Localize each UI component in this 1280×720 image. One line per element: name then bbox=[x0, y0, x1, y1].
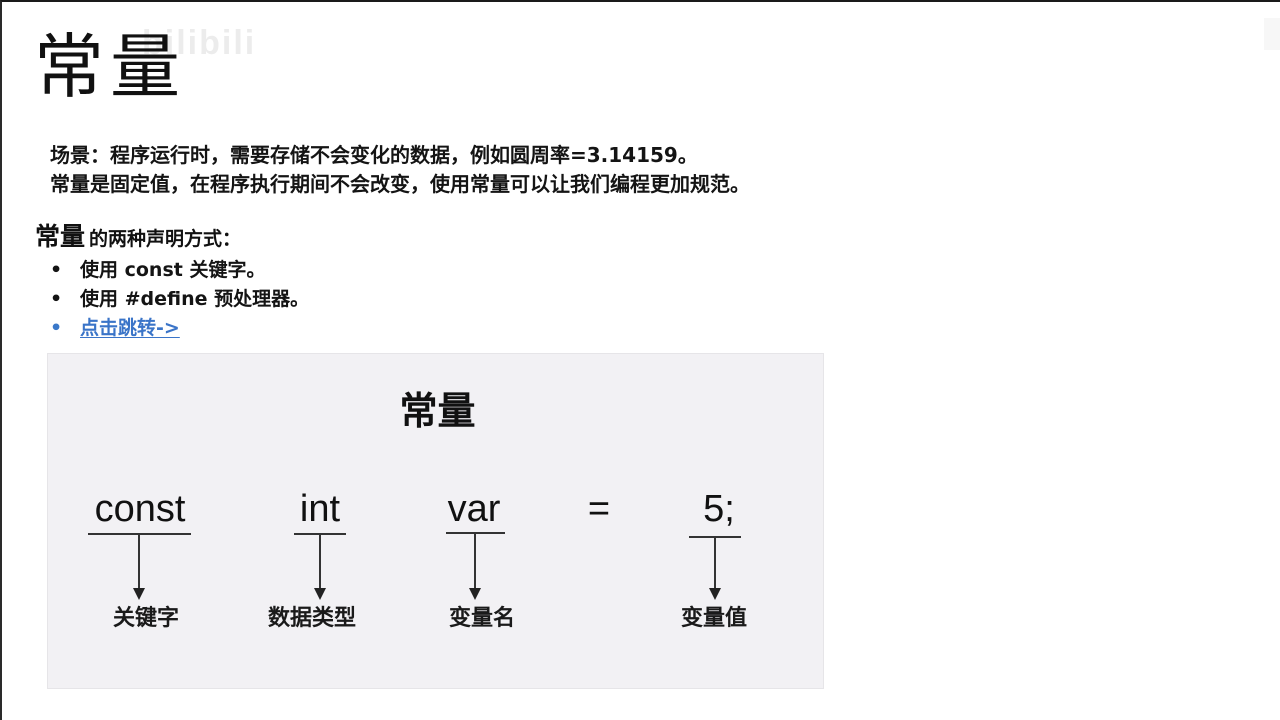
token-int: int bbox=[299, 488, 341, 530]
arrow-down-icon bbox=[314, 534, 326, 600]
list-item-label: 使用 const 关键字。 bbox=[80, 259, 266, 281]
declaration-heading: 常量的两种声明方式： bbox=[35, 217, 241, 253]
list-item-define: 使用 #define 预处理器。 bbox=[50, 285, 309, 314]
token-value: 5; bbox=[703, 488, 735, 530]
video-watermark: bilibili bbox=[142, 24, 257, 62]
declaration-list: 使用 const 关键字。 使用 #define 预处理器。 点击跳转-> bbox=[50, 256, 309, 343]
intro-paragraph: 场景：程序运行时，需要存储不会变化的数据，例如圆周率=3.14159。 常量是固… bbox=[50, 141, 750, 199]
intro-line-scenario: 场景：程序运行时，需要存储不会变化的数据，例如圆周率=3.14159。 bbox=[50, 143, 698, 167]
diagram-title-text: 常量 bbox=[399, 389, 476, 433]
list-item-const: 使用 const 关键字。 bbox=[50, 256, 309, 285]
label-variable-value: 变量值 bbox=[681, 606, 748, 631]
arrow-down-icon bbox=[469, 533, 481, 600]
declaration-heading-text: 的两种声明方式： bbox=[89, 228, 242, 250]
declaration-heading-keyword: 常量 bbox=[35, 222, 86, 251]
label-data-type: 数据类型 bbox=[268, 606, 357, 631]
token-const: const bbox=[94, 488, 186, 530]
slide-title: 常量 bbox=[34, 26, 186, 108]
intro-line-definition: 常量是固定值，在程序执行期间不会改变，使用常量可以让我们编程更加规范。 bbox=[50, 172, 750, 196]
arrow-down-icon bbox=[133, 534, 145, 600]
token-equals: = bbox=[587, 488, 611, 530]
label-variable-name: 变量名 bbox=[449, 606, 516, 631]
jump-link[interactable]: 点击跳转-> bbox=[80, 317, 180, 339]
side-panel-handle[interactable] bbox=[1264, 18, 1280, 50]
label-keyword: 关键字 bbox=[113, 606, 180, 631]
diagram-title: 常量 bbox=[48, 380, 823, 435]
constant-syntax-diagram: 常量 const 关键字 int 数据类型 var 变量名 = 5; 变量值 bbox=[47, 353, 824, 689]
list-item-link: 点击跳转-> bbox=[50, 314, 309, 343]
list-item-label: 使用 #define 预处理器。 bbox=[80, 288, 310, 310]
arrow-down-icon bbox=[709, 537, 721, 600]
token-var: var bbox=[447, 488, 501, 530]
